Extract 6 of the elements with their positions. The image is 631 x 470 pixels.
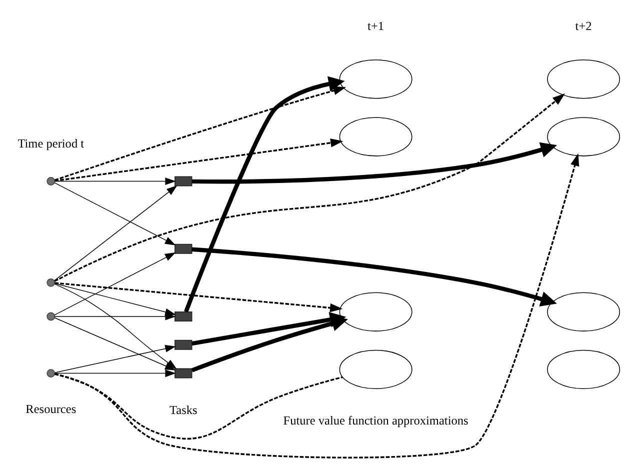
label: t+1 <box>368 18 384 32</box>
label: t+2 <box>575 18 592 32</box>
label: Future value function approximations <box>283 413 468 428</box>
label: Resources <box>26 402 76 416</box>
label: Time period t <box>18 136 84 150</box>
label: Tasks <box>170 402 198 416</box>
